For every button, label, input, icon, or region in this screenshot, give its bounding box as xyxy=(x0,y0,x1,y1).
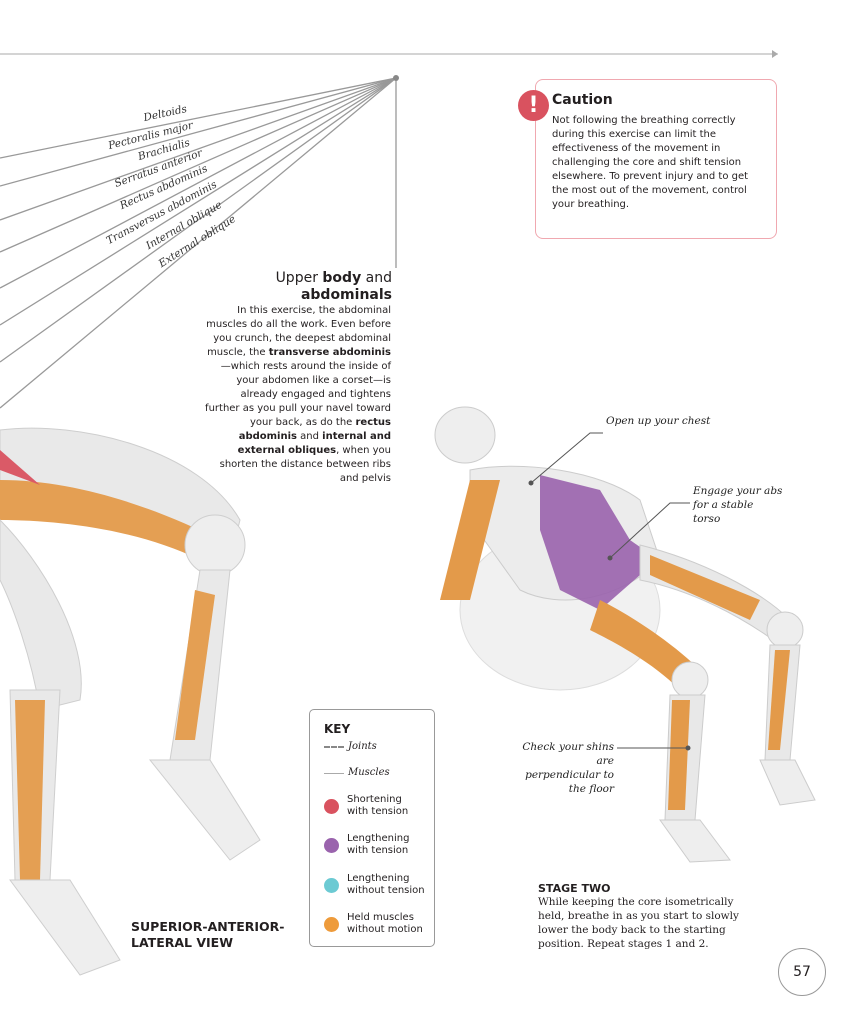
caution-exclamation-icon: ! xyxy=(518,90,549,121)
key-item-lengthening-no-tension: Lengthening without tension xyxy=(324,873,429,897)
left-figure xyxy=(0,427,261,976)
abdominals xyxy=(540,475,680,610)
leader-lines xyxy=(0,77,397,409)
key-item-shortening: Shortening with tension xyxy=(324,794,414,818)
stage-body: While keeping the core isometrically hel… xyxy=(538,896,739,950)
tip-engage-abs: Engage your abs for a stable torso xyxy=(693,485,783,525)
section-heading: Upper body and abdominals xyxy=(275,270,392,303)
intro-paragraph: In this exercise, the abdominal muscles … xyxy=(205,305,391,484)
orange-dot-icon xyxy=(324,916,339,932)
caution-title: Caution xyxy=(552,92,613,108)
key-item-lengthening: Lengthening with tension xyxy=(324,833,414,857)
muscle-line-icon xyxy=(324,772,344,774)
tip-open-chest: Open up your chest xyxy=(606,415,711,427)
key-joints: Joints xyxy=(324,741,377,753)
key-legend: KEY Joints Muscles Shortening with tensi… xyxy=(309,709,435,947)
joint-line-icon xyxy=(324,746,344,748)
caution-body: Not following the breathing correctly du… xyxy=(552,115,749,210)
page-number: 57 xyxy=(778,948,826,996)
head xyxy=(434,406,496,464)
red-dot-icon xyxy=(324,798,339,814)
rule-arrow-icon xyxy=(772,50,778,58)
caution-box xyxy=(535,79,777,239)
tip-leaders xyxy=(528,432,691,751)
stage-title: STAGE TWO xyxy=(538,882,611,895)
right-figure xyxy=(434,406,816,863)
view-label: SUPERIOR-ANTERIOR-LATERAL VIEW xyxy=(131,919,285,950)
purple-dot-icon xyxy=(324,837,339,853)
stage-two: STAGE TWO While keeping the core isometr… xyxy=(538,882,758,951)
key-title: KEY xyxy=(324,722,351,736)
key-item-held: Held muscles without motion xyxy=(324,912,429,936)
tip-check-shins: Check your shins are perpendicular to th… xyxy=(522,741,614,795)
key-muscles: Muscles xyxy=(324,767,390,779)
teal-dot-icon xyxy=(324,877,339,893)
